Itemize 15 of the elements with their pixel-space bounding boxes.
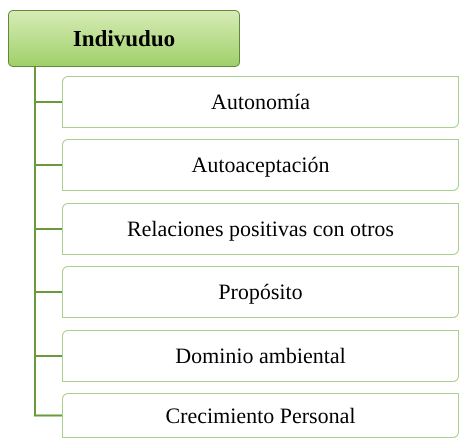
box-label: Relaciones positivas con otros <box>126 216 394 242</box>
box-label: Propósito <box>218 279 303 305</box>
item-box <box>62 393 459 438</box>
item-box <box>62 266 459 318</box>
box-label: Autonomía <box>211 89 310 115</box>
connector-line <box>34 67 62 416</box>
item-box <box>62 330 459 382</box>
box-label: Indivuduo <box>72 26 176 52</box>
item-box <box>62 203 459 255</box>
item-box <box>62 76 459 128</box>
item-box <box>62 139 459 191</box>
box-label: Autoaceptación <box>191 152 330 178</box>
box-label: Crecimiento Personal <box>165 402 356 428</box>
heading-box <box>8 10 240 67</box>
box-label: Dominio ambiental <box>175 343 346 369</box>
